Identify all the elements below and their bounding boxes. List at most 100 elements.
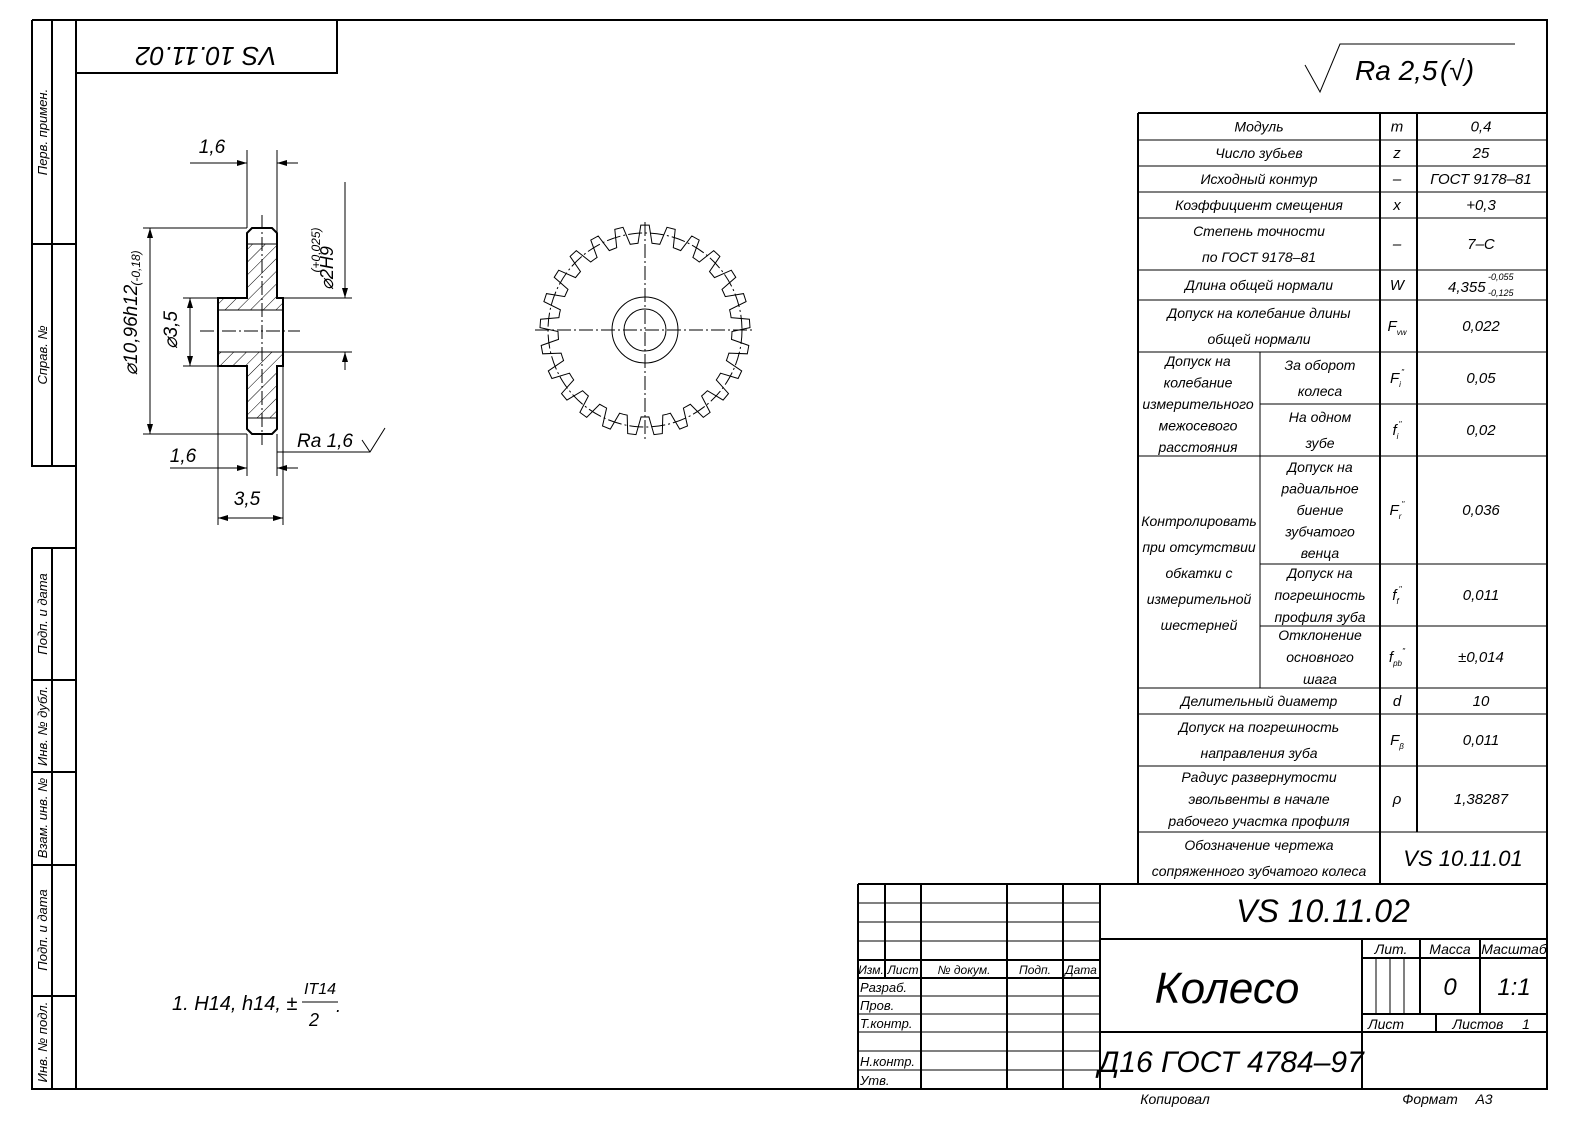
dimension-bore-diameter: ⌀2H9 [317, 246, 337, 290]
param-value: 7–C [1467, 236, 1495, 253]
title-block-header: Лист [887, 963, 919, 977]
mass-label: Масса [1429, 941, 1471, 957]
general-roughness-parenthetical: (√) [1440, 55, 1474, 86]
param-symbol: fi'' [1392, 420, 1401, 441]
param-group-label: Допуск на [1163, 353, 1231, 369]
param-group-label: шестерней [1161, 617, 1238, 633]
mating-gear-designation: VS 10.11.01 [1403, 846, 1522, 871]
dimension-outer-tolerance: (-0,18) [129, 250, 143, 285]
param-symbol: Fr'' [1390, 500, 1405, 521]
param-name: профиля зуба [1274, 609, 1365, 625]
gear-teeth-outline [539, 224, 751, 436]
title-block-header: Подп. [1019, 963, 1051, 977]
part-name: Колесо [1155, 964, 1300, 1013]
param-group-label: при отсутствии [1142, 539, 1256, 555]
param-name: по ГОСТ 9178–81 [1202, 249, 1316, 265]
param-symbol: – [1392, 171, 1402, 188]
param-name: сопряженного зубчатого колеса [1152, 863, 1367, 879]
side-label: Справ. № [35, 325, 50, 384]
side-label: Перв. примен. [35, 89, 50, 175]
format-label: Формат [1402, 1091, 1458, 1107]
dimension-outer-diameter: ⌀10,96h12 [121, 284, 142, 375]
side-label: Подп. и дата [35, 889, 50, 970]
param-name: биение [1297, 502, 1344, 518]
param-value-upper-deviation: -0,055 [1488, 272, 1515, 282]
title-block-role: Т.контр. [860, 1016, 912, 1031]
param-group-label: межосевого [1159, 418, 1238, 434]
side-label: Инв. № дубл. [35, 686, 50, 766]
param-name: Коэффициент смещения [1175, 197, 1343, 213]
param-symbol: x [1392, 197, 1401, 214]
scale-label: Масштаб [1481, 941, 1548, 957]
param-name: зубчатого [1284, 524, 1355, 540]
param-group-label: измерительной [1147, 591, 1252, 607]
technical-note-end: . [336, 996, 341, 1016]
param-value: 1,38287 [1454, 791, 1509, 808]
lit-label: Лит. [1374, 941, 1408, 957]
title-block-role: Н.контр. [860, 1054, 915, 1069]
title-block-header: № докум. [938, 963, 991, 977]
side-label: Взам. инв. № [35, 778, 50, 858]
param-value: 0,036 [1462, 502, 1500, 519]
sheet-label: Лист [1367, 1016, 1404, 1032]
param-name: венца [1301, 545, 1340, 561]
param-name: Число зубьев [1215, 145, 1302, 161]
sheets-value: 1 [1522, 1016, 1530, 1032]
param-value-lower-deviation: -0,125 [1488, 288, 1515, 298]
param-value: 0,02 [1466, 422, 1496, 439]
gear-front-view [535, 222, 755, 440]
technical-note-numerator: IT14 [304, 981, 336, 998]
param-group-label: колебание [1164, 375, 1233, 391]
title-block-header: Изм. [858, 963, 884, 977]
surface-roughness-value: Ra 1,6 [297, 431, 353, 452]
param-symbol: – [1392, 236, 1402, 253]
param-value: 0,05 [1466, 370, 1496, 387]
title-block-header: Дата [1063, 963, 1097, 977]
dimension-rim-width-bottom: 1,6 [170, 446, 197, 467]
param-value: ГОСТ 9178–81 [1430, 171, 1531, 188]
param-value: ±0,014 [1458, 649, 1504, 666]
dimension-hub-diameter: ⌀3,5 [161, 311, 182, 349]
param-value: 0,011 [1463, 732, 1499, 749]
param-value: 0,011 [1463, 587, 1499, 604]
param-value: 0,022 [1462, 318, 1500, 335]
side-label: Инв. № подл. [35, 1002, 50, 1083]
drawing-frame [31, 19, 1548, 1090]
param-name: направления зуба [1200, 745, 1317, 761]
param-value: 0,4 [1471, 119, 1492, 136]
mass-value: 0 [1443, 974, 1457, 1001]
material: Д16 ГОСТ 4784–97 [1095, 1046, 1365, 1079]
general-roughness-value: Ra 2,5 [1355, 55, 1438, 86]
param-symbol: Fvw [1388, 318, 1408, 337]
param-symbol: m [1391, 119, 1404, 136]
param-name: погрешность [1274, 587, 1365, 603]
param-name: эвольвенты в начале [1188, 791, 1329, 807]
param-name: общей нормали [1207, 331, 1310, 347]
param-symbol: Fi'' [1390, 368, 1404, 389]
gear-parameter-table [1137, 112, 1547, 884]
param-name: шага [1303, 671, 1337, 687]
param-name: основного [1286, 649, 1354, 665]
param-name: Степень точности [1193, 223, 1325, 239]
param-name: Обозначение чертежа [1184, 837, 1333, 853]
param-value: 10 [1473, 693, 1490, 710]
sheets-label: Листов [1452, 1016, 1504, 1032]
param-name: радиальное [1280, 481, 1358, 497]
param-symbol: Fβ [1390, 732, 1404, 751]
param-group-label: обкатки с [1165, 565, 1232, 581]
copied-label: Копировал [1140, 1091, 1210, 1107]
param-symbol: ff'' [1392, 585, 1402, 606]
param-group-label: расстояния [1157, 439, 1238, 455]
param-value: +0,3 [1466, 197, 1496, 214]
dimension-hub-length: 3,5 [234, 489, 261, 510]
title-block-role: Пров. [860, 998, 894, 1013]
general-roughness-sign [1304, 43, 1515, 94]
param-value: 4,355 [1448, 279, 1486, 296]
scale-value: 1:1 [1497, 974, 1530, 1001]
param-symbol: W [1390, 277, 1406, 294]
param-name: Исходный контур [1201, 171, 1318, 187]
param-symbol: ρ [1392, 791, 1402, 808]
param-symbol: z [1392, 145, 1401, 162]
